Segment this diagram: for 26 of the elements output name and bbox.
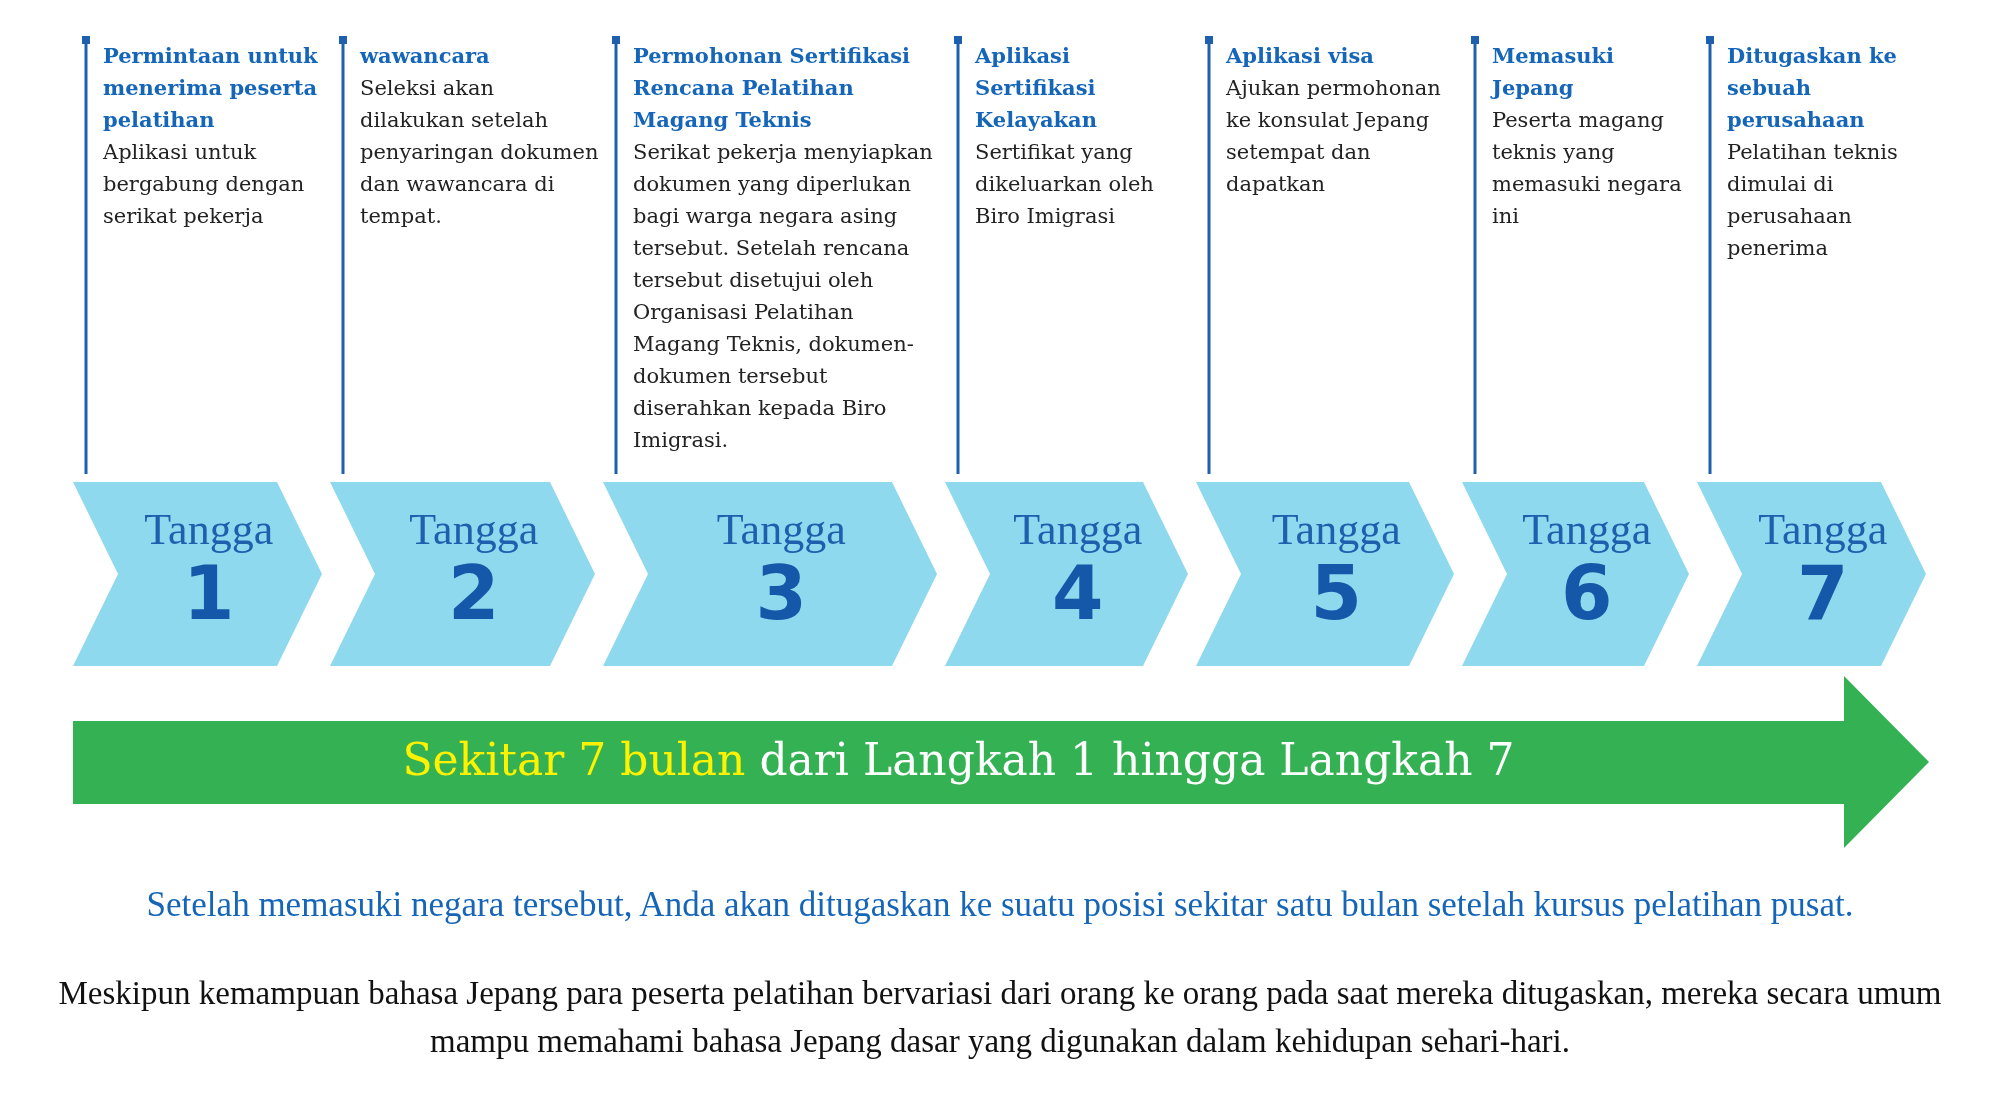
step-description: Pelatihan teknis dimulai di perusahaan penerima xyxy=(1727,139,1899,262)
duration-highlight: Sekitar 7 bulan xyxy=(402,734,746,785)
step-description: Peserta magang teknis yang memasuki negara ini xyxy=(1492,107,1683,230)
step-heading: Aplikasi visa xyxy=(1226,42,1375,70)
step-heading: Ditugaskan ke sebuah perusahaan xyxy=(1727,42,1898,134)
step-description: Ajukan permohonan ke konsulat Jepang setempat dan dapatkan xyxy=(1226,75,1442,198)
step-panel xyxy=(603,482,937,666)
step-panel xyxy=(330,482,595,666)
body-paragraph: Meskipun kemampuan bahasa Jepang para peserta pelatihan bervariasi dari orang ke orang pada saat mereka ditugaskan, mereka secara umum mampu memahami bahasa Jepang dasar yang digunakan dalam kehidupan sehari-hari. xyxy=(57,974,1943,1061)
step-heading: Memasuki Jepang xyxy=(1492,42,1616,102)
step-description: Serikat pekerja menyiapkan dokumen yang diperlukan bagi warga negara asing tersebut. Setelah rencana tersebut disetujui oleh Organisasi Pelatihan Magang Teknis, dokumen-dokumen tersebut diserahkan kepada Biro Imigrasi. xyxy=(633,139,934,454)
step-panel xyxy=(73,482,322,666)
step-panel xyxy=(1196,482,1454,666)
duration-text: dari Langkah 1 hingga Langkah 7 xyxy=(759,734,1515,785)
step-heading: wawancara xyxy=(360,42,491,70)
step-description: Sertifikat yang dikeluarkan oleh Biro Imigrasi xyxy=(975,139,1155,230)
note-text: Setelah memasuki negara tersebut, Anda akan ditugaskan ke suatu posisi sekitar satu bulan setelah kursus pelatihan pusat. xyxy=(145,884,1855,926)
step-description: Aplikasi untuk bergabung dengan serikat pekerja xyxy=(103,139,306,230)
step-panel xyxy=(1462,482,1689,666)
step-description: Seleksi akan dilakukan setelah penyaringan dokumen dan wawancara di tempat. xyxy=(360,75,600,230)
step-panel xyxy=(945,482,1188,666)
step-heading: Permohonan Sertifikasi Rencana Pelatihan Magang Teknis xyxy=(633,42,912,134)
step-heading: Permintaan untuk menerima peserta pelatihan xyxy=(103,42,319,134)
step-heading: Aplikasi Sertifikasi Kelayakan xyxy=(975,42,1098,134)
duration-band xyxy=(73,676,1929,848)
step-panel xyxy=(1697,482,1926,666)
